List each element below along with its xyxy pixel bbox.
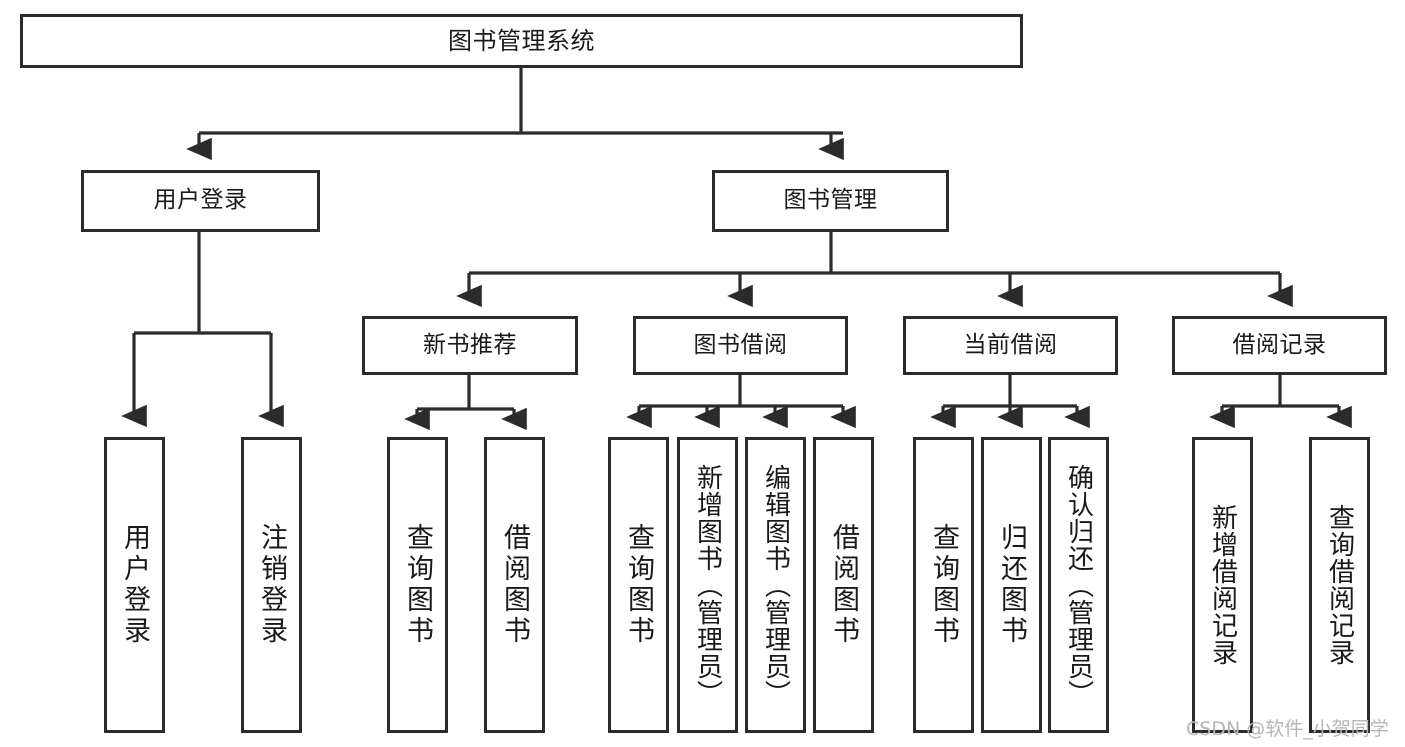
- node-leaf-rec-query-record[interactable]: 查询借阅记录: [1309, 437, 1370, 733]
- node-new-book-rec-label: 新书推荐: [423, 331, 517, 358]
- node-leaf-borrow-add-book-label: 新增图书（管理员）: [692, 463, 723, 707]
- node-leaf-rec-query-book[interactable]: 查询图书: [387, 437, 448, 733]
- node-root-label: 图书管理系统: [448, 26, 595, 55]
- node-leaf-cur-confirm-return-label: 确认归还（管理员）: [1063, 463, 1094, 707]
- node-current-borrow[interactable]: 当前借阅: [903, 316, 1118, 375]
- node-leaf-cur-query-book-label: 查询图书: [928, 523, 959, 647]
- node-leaf-user-login-label: 用户登录: [119, 523, 150, 647]
- node-leaf-borrow-edit-book[interactable]: 编辑图书（管理员）: [745, 437, 806, 733]
- node-leaf-rec-query-book-label: 查询图书: [402, 523, 433, 647]
- node-leaf-user-logout-label: 注销登录: [256, 523, 287, 647]
- watermark-text: CSDN @软件_小贺同学: [1186, 718, 1389, 740]
- node-leaf-borrow-borrow-book-label: 借阅图书: [828, 523, 859, 647]
- node-user-login-label: 用户登录: [153, 187, 248, 214]
- node-leaf-cur-query-book[interactable]: 查询图书: [913, 437, 974, 733]
- node-new-book-rec[interactable]: 新书推荐: [362, 316, 578, 375]
- node-book-admin[interactable]: 图书管理: [712, 170, 949, 232]
- node-leaf-borrow-edit-book-label: 编辑图书（管理员）: [760, 463, 791, 707]
- node-borrow-record-label: 借阅记录: [1232, 331, 1327, 358]
- node-user-login[interactable]: 用户登录: [81, 170, 320, 232]
- node-leaf-borrow-add-book[interactable]: 新增图书（管理员）: [677, 437, 738, 733]
- node-leaf-borrow-query-book-label: 查询图书: [623, 523, 654, 647]
- node-leaf-borrow-borrow-book[interactable]: 借阅图书: [813, 437, 874, 733]
- node-leaf-rec-add-record[interactable]: 新增借阅记录: [1192, 437, 1253, 733]
- node-root[interactable]: 图书管理系统: [20, 14, 1023, 68]
- node-leaf-cur-return-book[interactable]: 归还图书: [981, 437, 1042, 733]
- node-book-admin-label: 图书管理: [783, 187, 878, 214]
- node-leaf-borrow-query-book[interactable]: 查询图书: [608, 437, 669, 733]
- node-leaf-cur-return-book-label: 归还图书: [996, 523, 1027, 647]
- node-borrow-record[interactable]: 借阅记录: [1172, 316, 1387, 375]
- node-book-borrow-label: 图书借阅: [693, 331, 788, 358]
- node-leaf-user-login[interactable]: 用户登录: [104, 437, 165, 733]
- node-leaf-rec-add-record-label: 新增借阅记录: [1207, 504, 1238, 666]
- node-leaf-cur-confirm-return[interactable]: 确认归还（管理员）: [1048, 437, 1109, 733]
- node-leaf-rec-borrow-book[interactable]: 借阅图书: [484, 437, 545, 733]
- node-leaf-user-logout[interactable]: 注销登录: [241, 437, 302, 733]
- node-leaf-rec-borrow-book-label: 借阅图书: [499, 523, 530, 647]
- node-current-borrow-label: 当前借阅: [963, 331, 1058, 358]
- node-book-borrow[interactable]: 图书借阅: [633, 316, 848, 375]
- node-leaf-rec-query-record-label: 查询借阅记录: [1324, 504, 1355, 666]
